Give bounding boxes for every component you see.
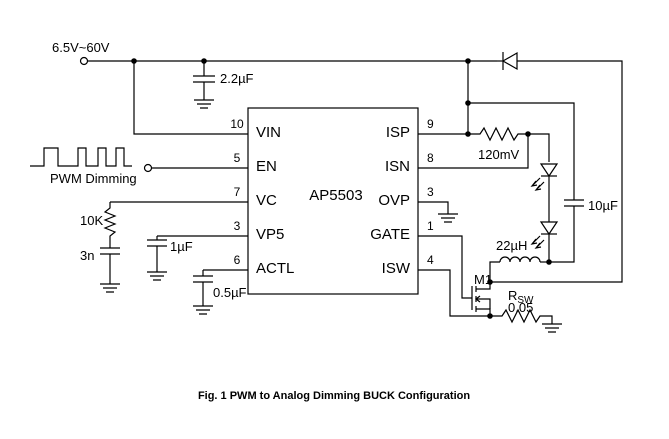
sense-resistor (468, 126, 528, 142)
cap-out (549, 199, 584, 263)
pin-num-en: 5 (234, 151, 241, 165)
pin-name-isp: ISP (386, 124, 410, 141)
pin-num-ovp: 3 (427, 185, 434, 199)
pin-name-vc: VC (256, 192, 277, 209)
pin-num-isw: 4 (427, 253, 434, 267)
cap-vp5 (147, 236, 167, 281)
pin-name-gate: GATE (370, 226, 410, 243)
pin-num-isp: 9 (427, 117, 434, 131)
pin-name-vin: VIN (256, 124, 281, 141)
pin-num-actl: 6 (234, 253, 241, 267)
pin-num-vp5: 3 (234, 219, 241, 233)
ovp-ground (418, 201, 458, 223)
ground-icon (100, 283, 120, 293)
pin-num-vc: 7 (234, 185, 241, 199)
schottky-diode (490, 51, 623, 283)
wire-led-top (528, 133, 550, 162)
ground-icon (147, 271, 167, 281)
cap-out-label: 10µF (588, 198, 618, 213)
pin-name-en: EN (256, 158, 277, 175)
ic-body (247, 107, 419, 295)
ground-icon (438, 213, 458, 223)
wire-cout-top (468, 102, 575, 200)
cap-vin (193, 61, 215, 109)
cap-vin-label: 2.2µF (220, 71, 254, 86)
supply-node: 6.5V~60V (52, 40, 110, 66)
ground-icon (542, 323, 562, 333)
inductor (489, 256, 549, 282)
rsw-resistor (490, 308, 562, 333)
cap-vc (100, 247, 120, 293)
pin-name-isn: ISN (385, 158, 410, 175)
mosfet-m1 (471, 282, 491, 316)
supply-terminal (79, 56, 89, 66)
cap-vc-label: 3n (80, 248, 94, 263)
pwm-label: PWM Dimming (50, 171, 137, 186)
wire-isn (418, 134, 529, 169)
inductor-label: 22µH (496, 238, 527, 253)
pin-name-vp5: VP5 (256, 226, 284, 243)
mosfet-label: M1 (474, 272, 492, 287)
cap-actl (193, 270, 213, 315)
resistor-vc-label: 10K (80, 213, 103, 228)
supply-label: 6.5V~60V (52, 40, 110, 55)
rsw-value-label: 0.05 (508, 300, 533, 315)
en-terminal (143, 163, 153, 173)
cap-actl-label: 0.5µF (213, 285, 247, 300)
pin-num-isn: 8 (427, 151, 434, 165)
ic-name: AP5503 (309, 187, 362, 204)
wire-gate (418, 235, 472, 299)
pin-num-vin: 10 (230, 117, 244, 131)
led-2 (530, 221, 559, 249)
pwm-waveform (30, 147, 132, 167)
figure-caption: Fig. 1 PWM to Analog Dimming BUCK Config… (198, 390, 470, 402)
rsw-label: RSW (508, 288, 534, 306)
wire-isw (418, 269, 490, 317)
led-1 (530, 163, 559, 191)
cap-vp5-label: 1µF (170, 239, 193, 254)
pin-name-actl: ACTL (256, 260, 294, 277)
ground-icon (194, 99, 214, 109)
pin-name-ovp: OVP (378, 192, 410, 209)
pin-num-gate: 1 (427, 219, 434, 233)
ground-icon (193, 305, 213, 315)
resistor-vc (103, 202, 117, 248)
sense-resistor-label: 120mV (478, 147, 520, 162)
pin-name-isw: ISW (382, 260, 411, 277)
wire-vin (133, 61, 248, 135)
